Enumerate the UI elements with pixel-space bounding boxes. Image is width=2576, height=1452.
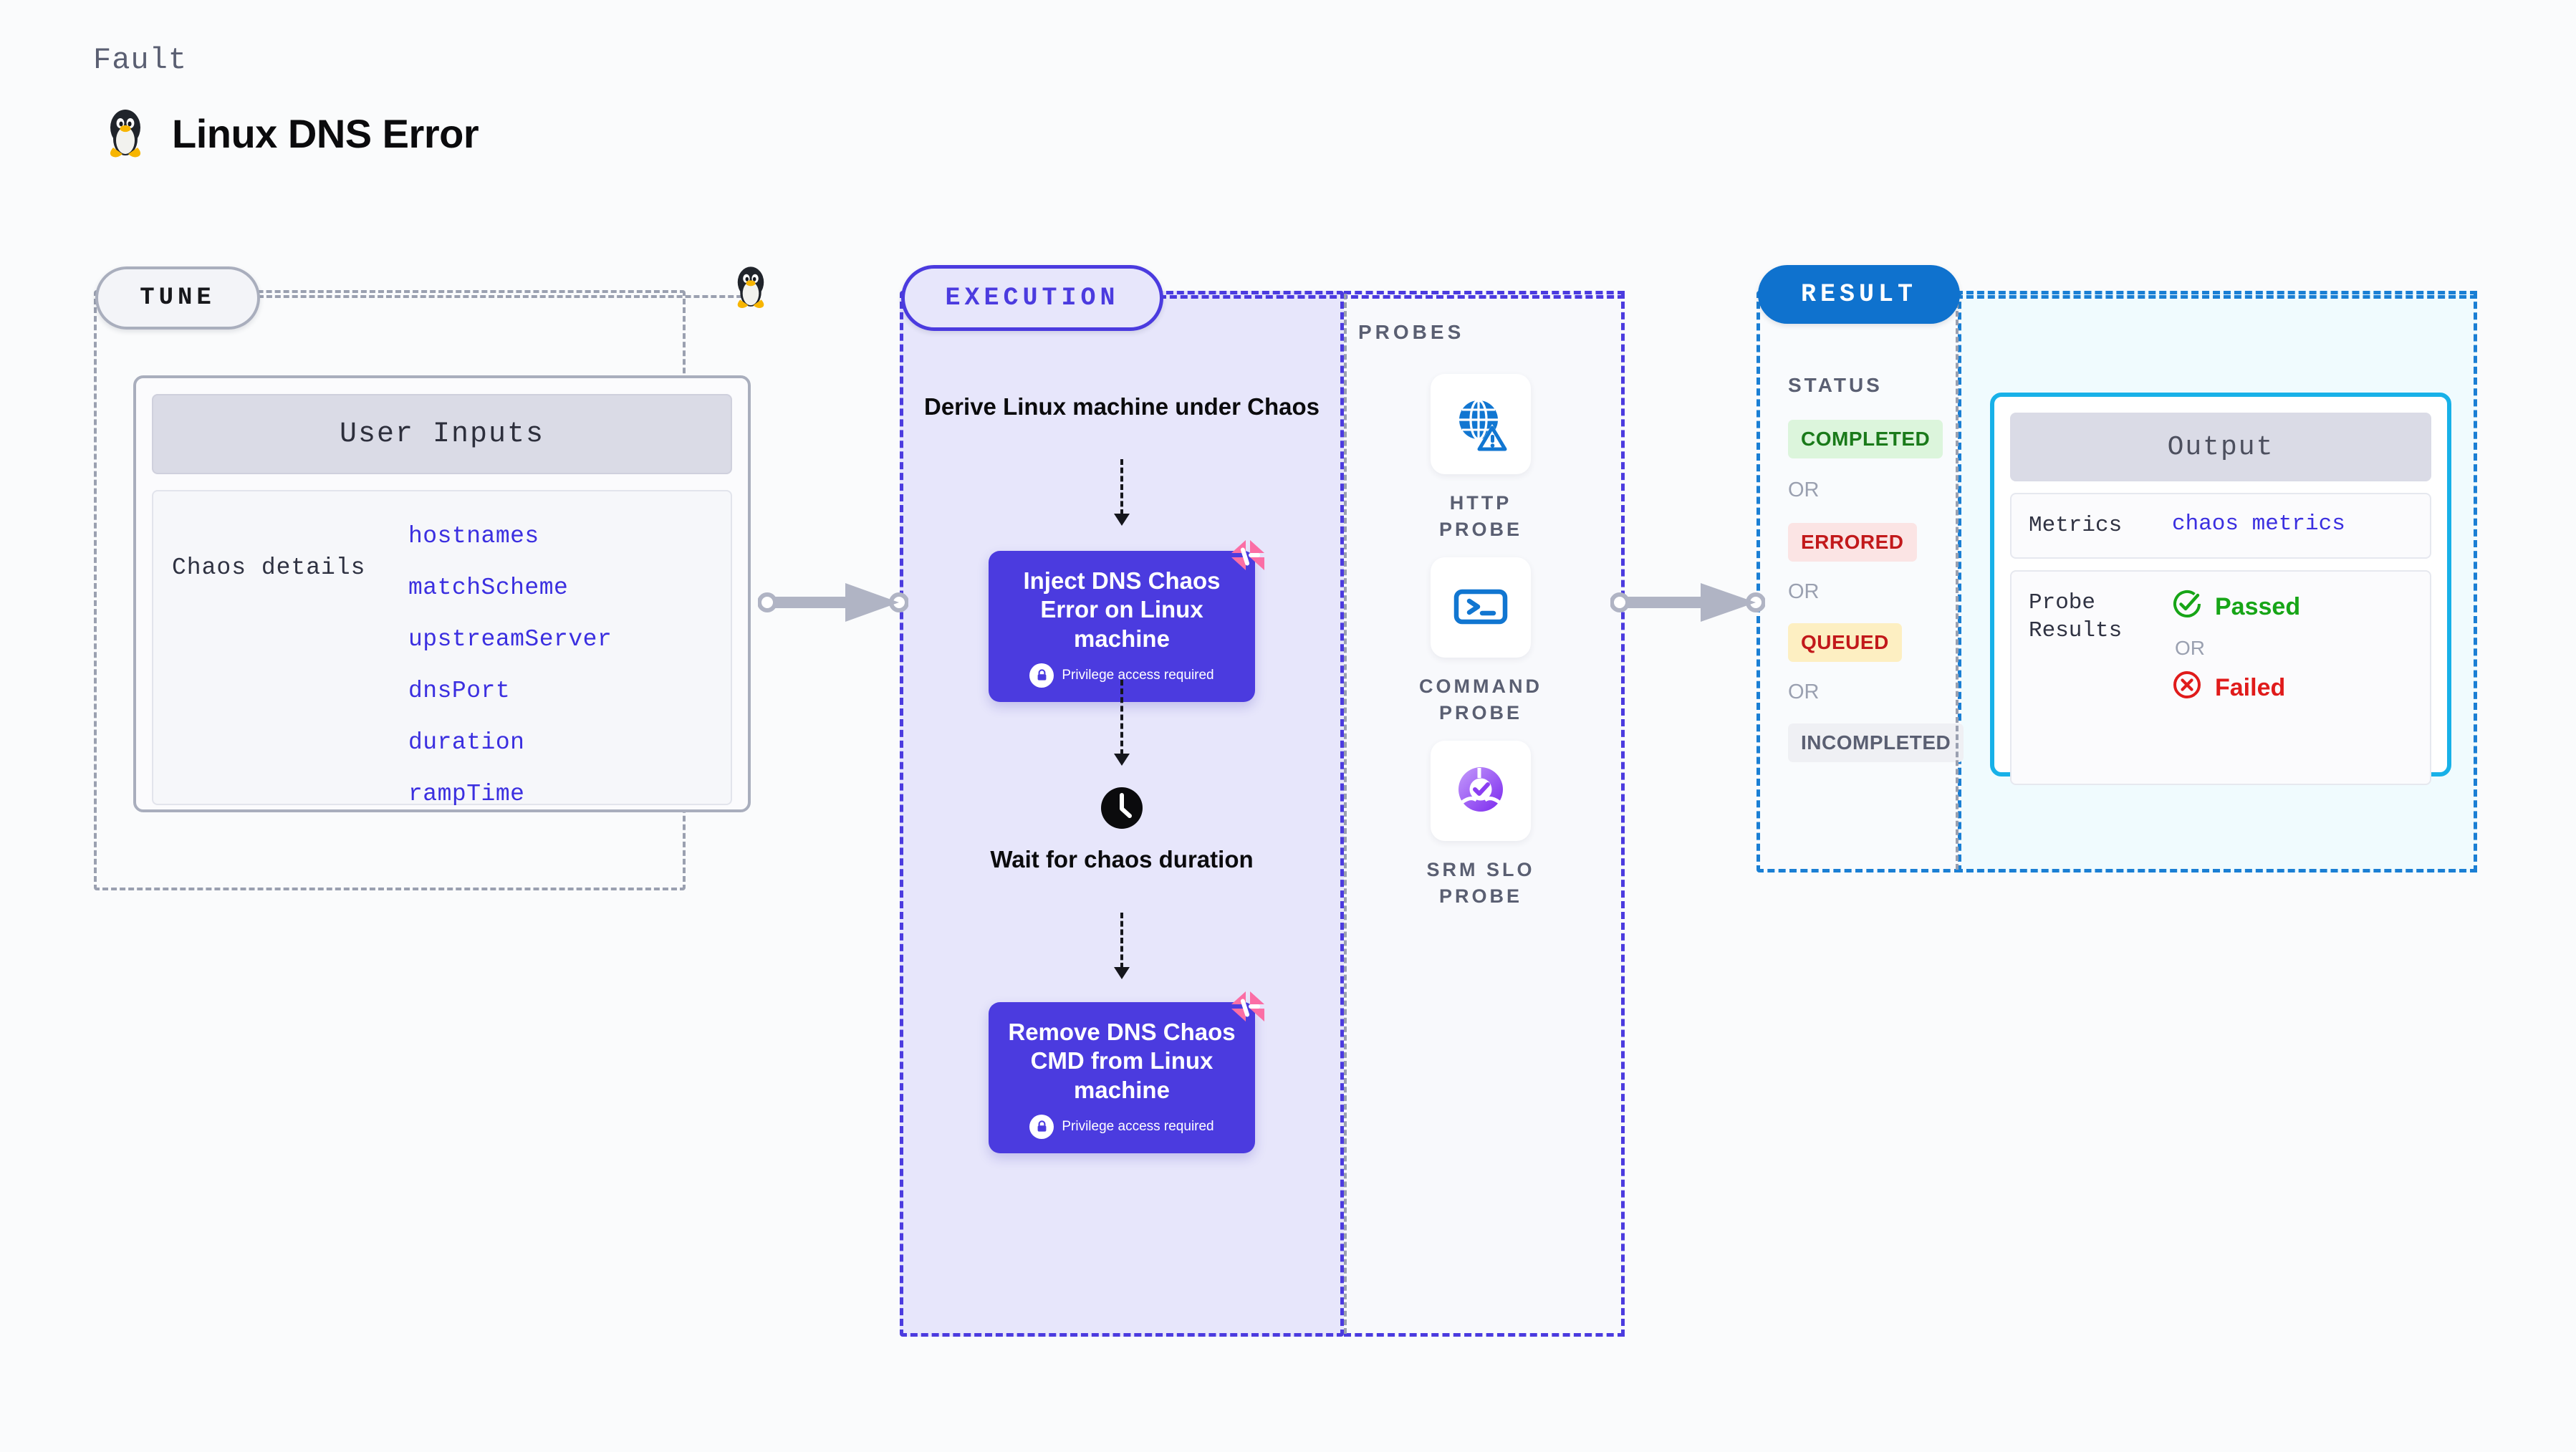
flow-connector — [1120, 913, 1123, 968]
lock-icon — [1029, 663, 1054, 688]
flow-arrowhead — [1114, 514, 1130, 526]
status-badge-completed: COMPLETED — [1788, 420, 1943, 458]
privilege-note-text: Privilege access required — [1062, 1118, 1214, 1134]
result-badge: RESULT — [1758, 265, 1960, 324]
check-circle-icon — [2172, 589, 2202, 625]
chaos-param[interactable]: rampTime — [408, 781, 525, 807]
page-title: Linux DNS Error — [172, 110, 479, 156]
status-or: OR — [1788, 681, 1820, 703]
probe-results-label: Probe Results — [2029, 590, 2123, 644]
lock-icon — [1029, 1114, 1054, 1139]
probe-results-values: Passed OR Failed — [2172, 589, 2300, 766]
terminal-icon — [1448, 573, 1514, 643]
chaos-param[interactable]: hostnames — [408, 523, 539, 549]
probe-passed-label: Passed — [2215, 592, 2301, 620]
status-or: OR — [1788, 479, 1820, 501]
chaos-step-inject[interactable]: Inject DNS Chaos Error on Linux machine … — [989, 540, 1264, 702]
x-circle-icon — [2172, 670, 2202, 706]
probe-result-failed: Failed — [2172, 670, 2300, 706]
tune-to-execution-arrow — [757, 580, 909, 628]
flow-arrowhead — [1114, 754, 1130, 766]
tune-top-dashed-line — [258, 295, 759, 298]
flow-step-derive: Derive Linux machine under Chaos — [924, 393, 1320, 420]
harness-ribbon-icon — [1229, 537, 1267, 580]
result-status-region — [1756, 291, 1961, 872]
output-probe-results-row: Probe Results Passed OR — [2010, 569, 2431, 785]
flow-step-wait: Wait for chaos duration — [990, 846, 1254, 872]
slo-donut-check-icon — [1448, 756, 1514, 826]
chaos-param[interactable]: dnsPort — [408, 678, 511, 704]
probe-card[interactable] — [1431, 557, 1531, 658]
user-inputs-header: User Inputs — [152, 394, 732, 474]
tune-badge: TUNE — [95, 266, 260, 330]
page-header: Fault Linux DNS Error — [93, 43, 479, 160]
chaos-param[interactable]: duration — [408, 729, 525, 756]
chaos-step-title: Remove DNS Chaos CMD from Linux machine — [1008, 1019, 1236, 1103]
probe-label: SRM SLO PROBE — [1426, 859, 1535, 908]
probe-item-command[interactable]: COMMAND PROBE — [1413, 557, 1549, 727]
execution-badge: EXECUTION — [901, 265, 1163, 331]
probe-card[interactable] — [1431, 374, 1531, 474]
chaos-params-list: hostnames matchScheme upstreamServer dns… — [408, 513, 612, 807]
output-header: Output — [2010, 413, 2431, 481]
tux-penguin-icon — [103, 106, 148, 160]
clock-icon — [1099, 785, 1145, 835]
output-card: Output Metrics chaos metrics Probe Resul… — [1990, 393, 2451, 785]
privilege-note: Privilege access required — [1006, 1114, 1238, 1139]
user-inputs-card: User Inputs Chaos details hostnames matc… — [133, 375, 751, 812]
output-metrics-row: Metrics chaos metrics — [2010, 493, 2431, 559]
status-title: STATUS — [1788, 374, 1883, 396]
fault-title-row: Linux DNS Error — [103, 106, 479, 160]
metrics-value[interactable]: chaos metrics — [2172, 511, 2345, 537]
flow-connector — [1120, 680, 1123, 755]
flow-arrowhead — [1114, 967, 1130, 979]
status-or: OR — [1788, 580, 1820, 603]
fault-kicker: Fault — [93, 43, 188, 77]
probe-card[interactable] — [1431, 741, 1531, 841]
privilege-note-text: Privilege access required — [1062, 667, 1214, 683]
globe-warning-icon — [1448, 390, 1514, 459]
execution-top-dashed-line — [1159, 295, 1625, 299]
probe-item-srm-slo[interactable]: SRM SLO PROBE — [1413, 741, 1549, 910]
probe-label: COMMAND PROBE — [1419, 675, 1542, 724]
status-badge-incompleted: INCOMPLETED — [1788, 723, 1964, 762]
probe-result-passed: Passed — [2172, 589, 2300, 625]
status-badge-errored: ERRORED — [1788, 523, 1917, 562]
probes-title: PROBES — [1358, 321, 1465, 343]
flow-connector — [1120, 459, 1123, 515]
probe-item-http[interactable]: HTTP PROBE — [1413, 374, 1549, 544]
chaos-step-title: Inject DNS Chaos Error on Linux machine — [1023, 567, 1221, 652]
probe-result-or: OR — [2175, 636, 2205, 659]
status-badge-queued: QUEUED — [1788, 623, 1902, 662]
chaos-step-remove[interactable]: Remove DNS Chaos CMD from Linux machine … — [989, 991, 1264, 1153]
chaos-param[interactable]: upstreamServer — [408, 626, 612, 653]
probe-failed-label: Failed — [2215, 673, 2286, 701]
probes-divider — [1344, 294, 1347, 1334]
chaos-details-box: Chaos details hostnames matchScheme upst… — [152, 490, 732, 807]
privilege-note: Privilege access required — [1006, 663, 1238, 688]
tux-penguin-icon — [731, 264, 771, 314]
result-divider — [1956, 294, 1959, 870]
metrics-label: Metrics — [2029, 513, 2123, 538]
result-top-dashed-line — [1956, 295, 2477, 299]
harness-ribbon-icon — [1229, 989, 1267, 1031]
execution-to-result-arrow — [1610, 580, 1766, 628]
chaos-param[interactable]: matchScheme — [408, 574, 569, 601]
chaos-details-label: Chaos details — [172, 554, 366, 581]
probe-label: HTTP PROBE — [1438, 492, 1523, 541]
